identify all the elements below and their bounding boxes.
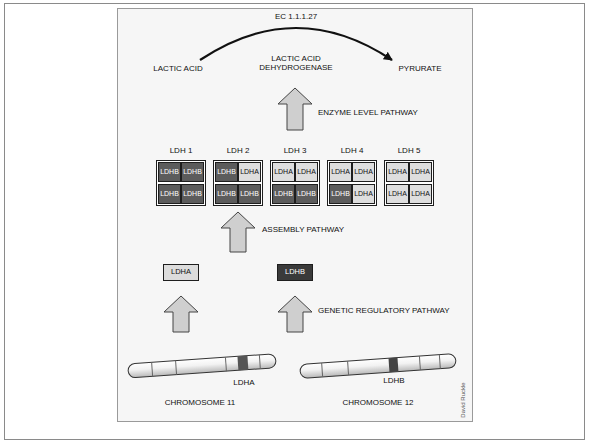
- chromosome-label: CHROMOSOME 12: [342, 398, 413, 407]
- subunit-name: LDHB: [297, 190, 316, 198]
- isoenzyme-name: LDH 2: [214, 147, 262, 156]
- subunit-name: LDHA: [240, 168, 259, 176]
- monomer-box: LDHB: [277, 264, 313, 281]
- subunit-cell: LDHA: [238, 162, 261, 182]
- subunit-cell: LDHB: [295, 184, 318, 204]
- chromosome-band: [225, 357, 227, 371]
- monomer-box: LDHA: [163, 264, 199, 281]
- subunit-cell: LDHB: [238, 184, 261, 204]
- chromosome-band: [439, 355, 441, 369]
- gene-band: [237, 356, 248, 371]
- panel: [118, 9, 473, 422]
- chromosome-body: [300, 354, 457, 379]
- subunit-name: LDHA: [354, 168, 373, 176]
- block-arrow: [278, 88, 312, 130]
- subunit-cell: LDHA: [352, 162, 375, 182]
- pathway-label: GENETIC REGULATORY PATHWAY: [318, 306, 450, 315]
- subunit-name: LDHA: [331, 168, 350, 176]
- chromosome-body: [128, 354, 277, 378]
- gene-band: [388, 358, 398, 373]
- chromosome-band: [419, 356, 421, 370]
- subunit-cell: LDHA: [295, 162, 318, 182]
- subunit-name: LDHA: [411, 190, 430, 198]
- subunit-cell: LDHB: [215, 162, 238, 182]
- subunit-name: LDHA: [274, 168, 293, 176]
- isoenzyme-box: LDH 3LDHALDHALDHBLDHB: [270, 160, 320, 206]
- subunit-name: LDHB: [217, 168, 236, 176]
- subunit-cell: LDHA: [386, 162, 409, 182]
- product-name: PYRURATE: [399, 64, 442, 73]
- subunit-name: LDHB: [281, 268, 309, 276]
- subunit-cell: LDHB: [181, 162, 204, 182]
- subunit-cell: LDHB: [215, 184, 238, 204]
- isoenzyme-box: LDH 1LDHBLDHBLDHBLDHB: [156, 160, 206, 206]
- subunit-name: LDHB: [217, 190, 236, 198]
- pathway-label: ASSEMBLY PATHWAY: [262, 225, 344, 234]
- chromosome-label: CHROMOSOME 11: [165, 398, 236, 407]
- subunit-cell: LDHA: [409, 184, 432, 204]
- chromosome-band: [347, 361, 349, 375]
- subunit-name: LDHA: [167, 268, 195, 276]
- subunit-name: LDHA: [297, 168, 316, 176]
- subunit-cell: LDHB: [158, 162, 181, 182]
- subunit-name: LDHA: [411, 168, 430, 176]
- chromosome-band: [259, 355, 261, 369]
- subunit-name: LDHB: [160, 168, 179, 176]
- isoenzyme-box: LDH 4LDHALDHALDHBLDHA: [327, 160, 377, 206]
- subunit-cell: LDHA: [409, 162, 432, 182]
- subunit-name: LDHB: [331, 190, 350, 198]
- subunit-name: LDHB: [274, 190, 293, 198]
- enzyme-code: EC 1.1.1.27: [275, 12, 317, 21]
- gene-label: LDHA: [233, 378, 254, 387]
- subunit-cell: LDHB: [272, 184, 295, 204]
- subunit-name: LDHB: [240, 190, 259, 198]
- subunit-name: LDHB: [183, 190, 202, 198]
- outer-frame: [5, 4, 585, 440]
- subunit-cell: LDHA: [329, 162, 352, 182]
- subunit-cell: LDHA: [272, 162, 295, 182]
- isoenzyme-name: LDH 3: [271, 147, 319, 156]
- isoenzyme-name: LDH 5: [385, 147, 433, 156]
- subunit-name: LDHB: [160, 190, 179, 198]
- chromosome-band: [175, 361, 177, 375]
- enzyme-name: LACTIC ACID DEHYDROGENASE: [251, 54, 341, 72]
- subunit-cell: LDHB: [329, 184, 352, 204]
- isoenzyme-box: LDH 2LDHBLDHALDHBLDHB: [213, 160, 263, 206]
- isoenzyme-name: LDH 1: [157, 147, 205, 156]
- subunit-name: LDHA: [388, 190, 407, 198]
- block-arrow: [164, 296, 198, 332]
- substrate-name: LACTIC ACID: [153, 64, 202, 73]
- isoenzyme-box: LDH 5LDHALDHALDHALDHA: [384, 160, 434, 206]
- subunit-cell: LDHA: [352, 184, 375, 204]
- block-arrows: [164, 88, 312, 332]
- pathway-label: ENZYME LEVEL PATHWAY: [318, 108, 418, 117]
- subunit-name: LDHB: [183, 168, 202, 176]
- block-arrow: [278, 296, 312, 332]
- isoenzyme-name: LDH 4: [328, 147, 376, 156]
- subunit-name: LDHA: [388, 168, 407, 176]
- chromosome-band: [321, 363, 323, 377]
- chromosome-11: [128, 354, 277, 378]
- subunit-cell: LDHA: [386, 184, 409, 204]
- block-arrow: [221, 212, 255, 252]
- subunit-cell: LDHB: [158, 184, 181, 204]
- author-watermark: David Ruckle: [460, 382, 467, 417]
- chromosome-band: [151, 362, 153, 376]
- chromosome-12: [300, 354, 457, 379]
- subunit-name: LDHA: [354, 190, 373, 198]
- gene-label: LDHB: [383, 376, 404, 385]
- subunit-cell: LDHB: [181, 184, 204, 204]
